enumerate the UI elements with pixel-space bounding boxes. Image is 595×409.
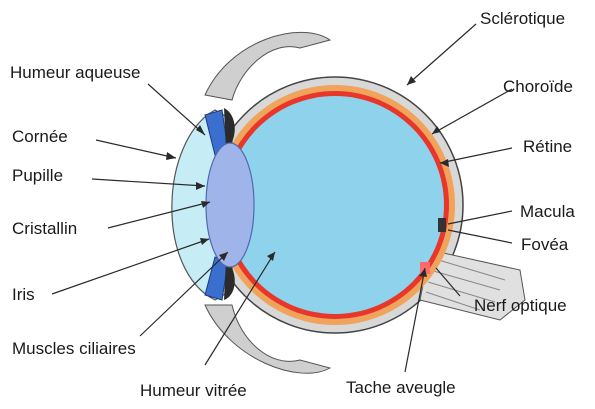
fovea-mark [438, 218, 446, 232]
vitreous-humour [226, 96, 444, 314]
label-choroide: Choroïde [503, 77, 573, 96]
lens [206, 143, 254, 267]
label-sclerotique: Sclérotique [480, 9, 565, 28]
label-fovea: Fovéa [521, 235, 569, 254]
label-iris: Iris [12, 285, 35, 304]
label-humeur-vitree: Humeur vitrée [140, 381, 247, 400]
label-tache-aveugle: Tache aveugle [346, 378, 456, 397]
label-macula: Macula [520, 202, 575, 221]
label-retine: Rétine [523, 137, 572, 156]
label-cornee: Cornée [12, 127, 68, 146]
label-cristallin: Cristallin [12, 219, 77, 238]
label-nerf-optique: Nerf optique [474, 296, 567, 315]
label-muscles-ciliaires: Muscles ciliaires [12, 339, 136, 358]
label-humeur-aqueuse: Humeur aqueuse [10, 63, 140, 82]
label-pupille: Pupille [12, 166, 63, 185]
